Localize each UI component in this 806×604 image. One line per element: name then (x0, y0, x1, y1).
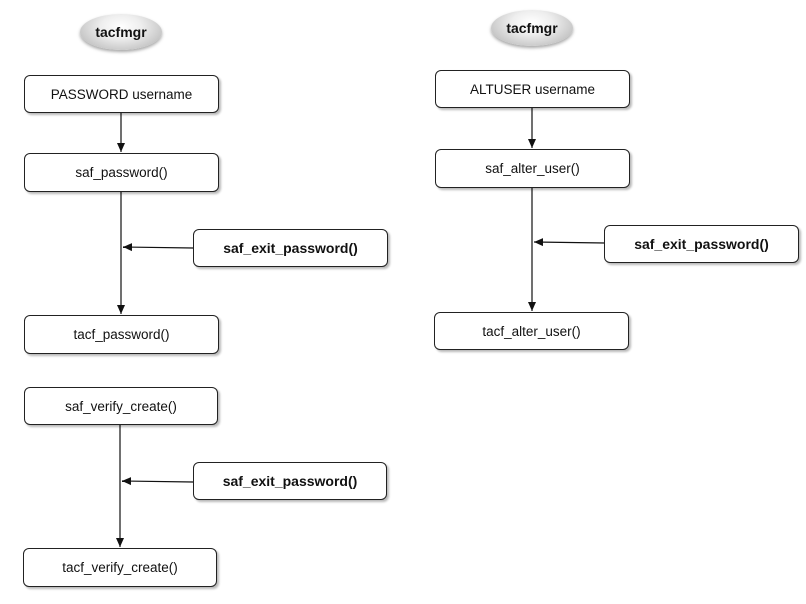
tacfmgr-node-right: tacfmgr (491, 10, 573, 46)
arrow-exit-1-to-flow (122, 243, 194, 252)
tacf-password-box: tacf_password() (24, 315, 219, 354)
arrow-exit-2-to-flow (121, 477, 194, 486)
saf-password-box: saf_password() (24, 153, 219, 192)
saf-exit-password-box-right: saf_exit_password() (604, 225, 799, 263)
tacf-alter-user-box: tacf_alter_user() (434, 312, 629, 350)
tacfmgr-node-left: tacfmgr (80, 14, 162, 50)
password-command-box: PASSWORD username (24, 75, 219, 113)
saf-exit-password-box-1: saf_exit_password() (193, 229, 388, 267)
saf-alter-user-box: saf_alter_user() (435, 149, 630, 188)
saf-verify-create-box: saf_verify_create() (24, 387, 218, 425)
tacf-verify-create-box: tacf_verify_create() (23, 548, 217, 587)
altuser-command-box: ALTUSER username (435, 70, 630, 108)
saf-exit-password-box-2: saf_exit_password() (193, 462, 387, 500)
arrow-exit-right-to-flow (533, 238, 606, 247)
